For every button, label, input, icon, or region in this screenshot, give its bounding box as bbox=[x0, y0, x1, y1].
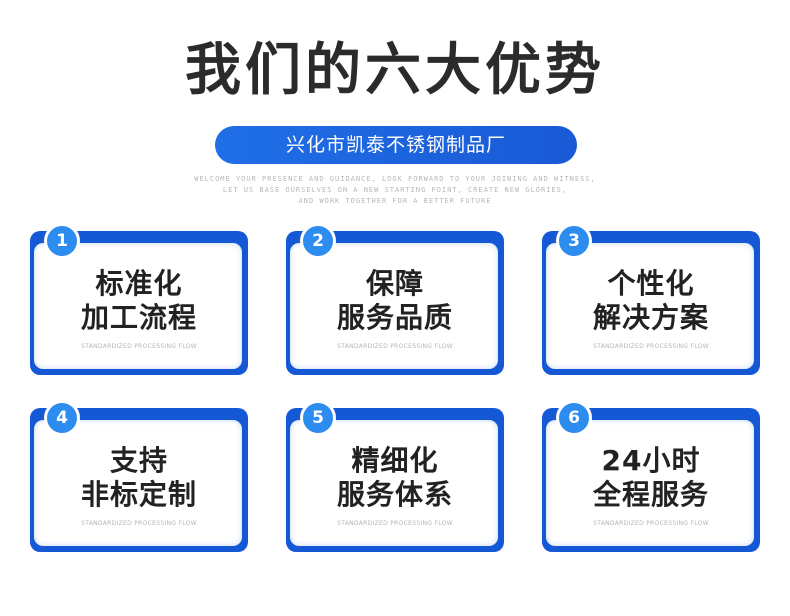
card-number-badge: 5 bbox=[300, 400, 336, 436]
card-title-line-2: 非标定制 bbox=[80, 478, 197, 511]
welcome-line-2: LET US BASE OURSELVES ON A NEW STARTING … bbox=[222, 186, 568, 194]
card-panel bbox=[290, 420, 498, 546]
card-panel bbox=[290, 243, 498, 369]
welcome-line-1: WELCOME YOUR PRESENCE AND GUIDANCE, LOOK… bbox=[194, 175, 596, 183]
advantage-card-6: 6 24小时 全程服务 STANDARDIZED PROCESSING FLOW bbox=[542, 400, 760, 552]
card-english-caption: STANDARDIZED PROCESSING FLOW bbox=[81, 343, 197, 350]
card-english-caption: STANDARDIZED PROCESSING FLOW bbox=[337, 343, 453, 350]
card-title-line-2: 服务体系 bbox=[336, 478, 453, 511]
card-title-line-2: 解决方案 bbox=[592, 301, 709, 334]
welcome-line-3: AND WORK TOGETHER FOR A BETTER FUTURE bbox=[298, 197, 492, 205]
advantage-card-3: 3 个性化 解决方案 STANDARDIZED PROCESSING FLOW bbox=[542, 223, 760, 375]
card-title-line-1: 保障 bbox=[365, 267, 424, 300]
card-english-caption: STANDARDIZED PROCESSING FLOW bbox=[337, 520, 453, 527]
advantage-card-5: 5 精细化 服务体系 STANDARDIZED PROCESSING FLOW bbox=[286, 400, 504, 552]
card-number-badge: 4 bbox=[44, 400, 80, 436]
page-title: 我们的六大优势 bbox=[185, 38, 605, 103]
card-number-badge: 1 bbox=[44, 223, 80, 259]
advantage-card-1: 1 标准化 加工流程 STANDARDIZED PROCESSING FLOW bbox=[30, 223, 248, 375]
card-english-caption: STANDARDIZED PROCESSING FLOW bbox=[593, 520, 709, 527]
card-panel bbox=[546, 243, 754, 369]
card-number-badge: 3 bbox=[556, 223, 592, 259]
card-panel bbox=[34, 243, 242, 369]
card-title-line-2: 全程服务 bbox=[592, 478, 709, 511]
card-number-badge: 2 bbox=[300, 223, 336, 259]
card-panel bbox=[546, 420, 754, 546]
card-title-line-1: 个性化 bbox=[607, 267, 695, 300]
card-english-caption: STANDARDIZED PROCESSING FLOW bbox=[81, 520, 197, 527]
advantage-card-2: 2 保障 服务品质 STANDARDIZED PROCESSING FLOW bbox=[286, 223, 504, 375]
welcome-text: WELCOME YOUR PRESENCE AND GUIDANCE, LOOK… bbox=[0, 174, 790, 207]
card-panel bbox=[34, 420, 242, 546]
card-title-line-2: 加工流程 bbox=[80, 301, 197, 334]
card-title-line-1: 24小时 bbox=[601, 444, 701, 477]
card-number-badge: 6 bbox=[556, 400, 592, 436]
card-title-line-1: 支持 bbox=[109, 444, 168, 477]
company-name-badge: 兴化市凯泰不锈钢制品厂 bbox=[215, 126, 577, 164]
advantage-card-4: 4 支持 非标定制 STANDARDIZED PROCESSING FLOW bbox=[30, 400, 248, 552]
card-title-line-1: 精细化 bbox=[351, 444, 439, 477]
card-title-line-1: 标准化 bbox=[95, 267, 183, 300]
card-english-caption: STANDARDIZED PROCESSING FLOW bbox=[593, 343, 709, 350]
card-title-line-2: 服务品质 bbox=[336, 301, 453, 334]
